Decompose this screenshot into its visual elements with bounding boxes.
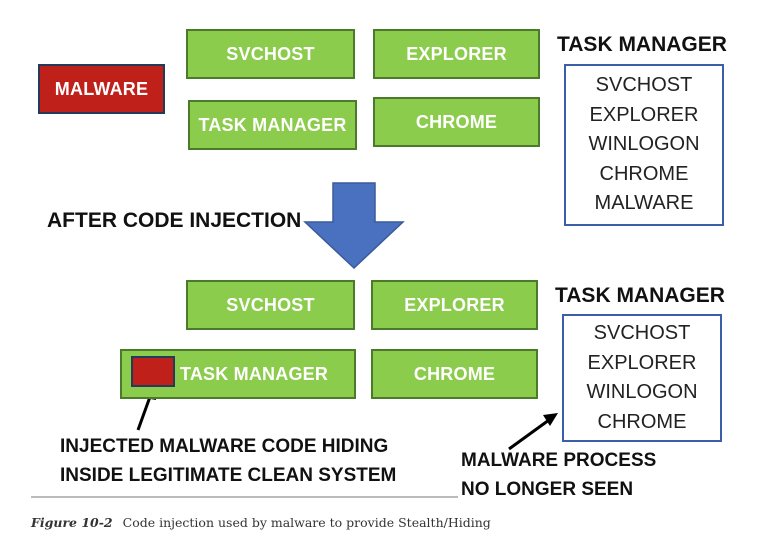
not-seen-pointer-arrow-icon: [508, 413, 558, 451]
after-code-injection-label: AFTER CODE INJECTION: [47, 209, 302, 232]
task-manager-item: CHROME: [599, 162, 689, 185]
process-label: SVCHOST: [226, 43, 315, 64]
process-label: CHROME: [413, 363, 496, 384]
process-label: TASK MANAGER: [198, 114, 347, 135]
task-manager-item: MALWARE: [594, 192, 694, 215]
task-manager-item: EXPLORER: [587, 351, 697, 374]
not-seen-annotation-line1: MALWARE PROCESS: [461, 450, 657, 471]
process-explorer-after: EXPLORER: [371, 280, 538, 330]
process-chrome-before: CHROME: [373, 97, 540, 147]
task-manager-item: SVCHOST: [593, 322, 691, 344]
task-manager-list-after: SVCHOST EXPLORER WINLOGON CHROME: [562, 314, 722, 442]
process-chrome-after: CHROME: [371, 349, 538, 399]
task-manager-item: WINLOGON: [586, 381, 698, 403]
injected-code-annotation-line2: INSIDE LEGITIMATE CLEAN SYSTEM: [60, 465, 397, 486]
process-explorer-before: EXPLORER: [373, 29, 540, 79]
task-manager-title-before: TASK MANAGER: [557, 33, 727, 56]
figure-number: Figure 10-2: [31, 515, 113, 530]
process-label: EXPLORER: [406, 43, 507, 64]
task-manager-title-after: TASK MANAGER: [555, 284, 725, 307]
process-task-manager-before: TASK MANAGER: [188, 100, 357, 150]
task-manager-item: EXPLORER: [589, 103, 699, 126]
figure-caption-text: Code injection used by malware to provid…: [122, 515, 491, 530]
not-seen-annotation-line2: NO LONGER SEEN: [461, 479, 634, 500]
task-manager-list-before: SVCHOST EXPLORER WINLOGON CHROME MALWARE: [564, 64, 724, 226]
figure-caption: Figure 10-2 Code injection used by malwar…: [31, 515, 491, 530]
injected-code-annotation-line1: INJECTED MALWARE CODE HIDING: [60, 436, 389, 457]
injected-malware-code-box: [131, 356, 175, 387]
down-arrow-icon: [303, 182, 405, 270]
process-svchost-before: SVCHOST: [186, 29, 355, 79]
caption-divider: [31, 496, 458, 498]
malware-label: MALWARE: [54, 78, 149, 99]
process-label: EXPLORER: [404, 294, 505, 315]
process-label: TASK MANAGER: [180, 363, 329, 384]
process-label: SVCHOST: [226, 294, 315, 315]
task-manager-item: CHROME: [597, 410, 687, 433]
task-manager-item: SVCHOST: [595, 74, 693, 97]
process-svchost-after: SVCHOST: [186, 280, 355, 330]
malware-process-box: MALWARE: [38, 64, 165, 114]
process-label: CHROME: [415, 111, 498, 132]
task-manager-item: WINLOGON: [588, 133, 700, 156]
